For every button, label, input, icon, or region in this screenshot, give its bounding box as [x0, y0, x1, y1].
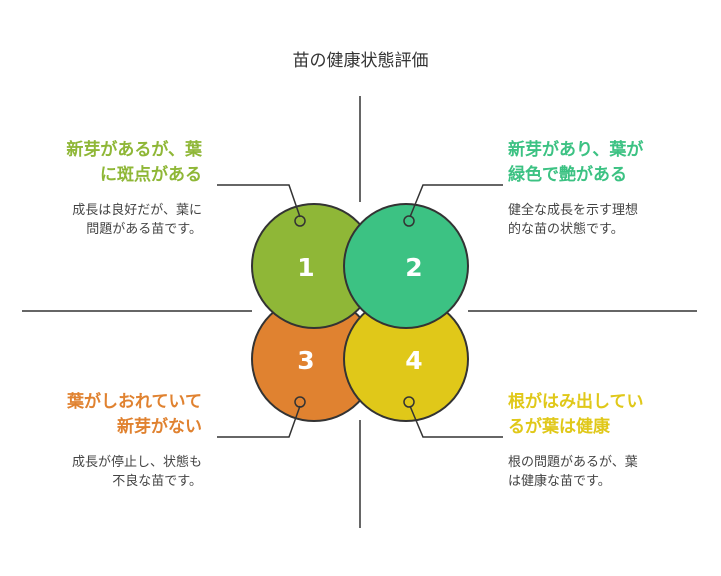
- connector-dot-1: [294, 215, 306, 227]
- description-line: は健康な苗です。: [508, 474, 611, 489]
- heading-quadrant-1: 新芽があるが、葉 に斑点がある: [66, 138, 202, 188]
- description-quadrant-2: 健全な成長を示す理想 的な苗の状態です。: [508, 201, 638, 239]
- heading-line: 緑色で艶がある: [508, 165, 627, 185]
- connector-2: [409, 184, 503, 218]
- description-line: 問題がある苗です。: [86, 222, 202, 237]
- heading-quadrant-4: 根がはみ出してい るが葉は健康: [508, 390, 644, 440]
- heading-line: るが葉は健康: [508, 417, 610, 437]
- heading-quadrant-3: 葉がしおれていて 新芽がない: [67, 390, 202, 440]
- description-line: 健全な成長を示す理想: [508, 203, 639, 218]
- connector-dot-3: [294, 396, 306, 408]
- circle-number-4: 4: [405, 346, 422, 375]
- description-quadrant-4: 根の問題があるが、葉 は健康な苗です。: [508, 453, 638, 491]
- connector-4: [409, 405, 503, 438]
- description-line: 成長が停止し、状態も: [71, 455, 202, 470]
- description-line: 的な苗の状態です。: [508, 222, 624, 237]
- connector-3: [217, 405, 301, 438]
- circle-number-3: 3: [297, 346, 314, 375]
- circle-number-2: 2: [405, 253, 422, 282]
- connector-dot-2: [403, 215, 415, 227]
- connector-dot-4: [403, 396, 415, 408]
- connector-1: [217, 184, 301, 218]
- diagram-title: 苗の健康状態評価: [292, 51, 429, 71]
- heading-line: 葉がしおれていて: [67, 392, 202, 412]
- heading-line: 新芽がない: [117, 417, 202, 437]
- description-line: 根の問題があるが、葉: [508, 455, 638, 470]
- heading-line: 根がはみ出してい: [508, 392, 644, 412]
- circle-number-1: 1: [297, 253, 314, 282]
- description-line: 不良な苗です。: [112, 474, 202, 489]
- description-line: 成長は良好だが、葉に: [72, 203, 202, 218]
- circle-2: [343, 203, 469, 329]
- description-quadrant-1: 成長は良好だが、葉に 問題がある苗です。: [72, 201, 202, 239]
- description-quadrant-3: 成長が停止し、状態も 不良な苗です。: [72, 453, 202, 491]
- heading-line: 新芽があり、葉が: [508, 140, 644, 160]
- heading-line: に斑点がある: [100, 165, 202, 185]
- heading-line: 新芽があるが、葉: [66, 140, 202, 160]
- heading-quadrant-2: 新芽があり、葉が 緑色で艶がある: [508, 138, 643, 188]
